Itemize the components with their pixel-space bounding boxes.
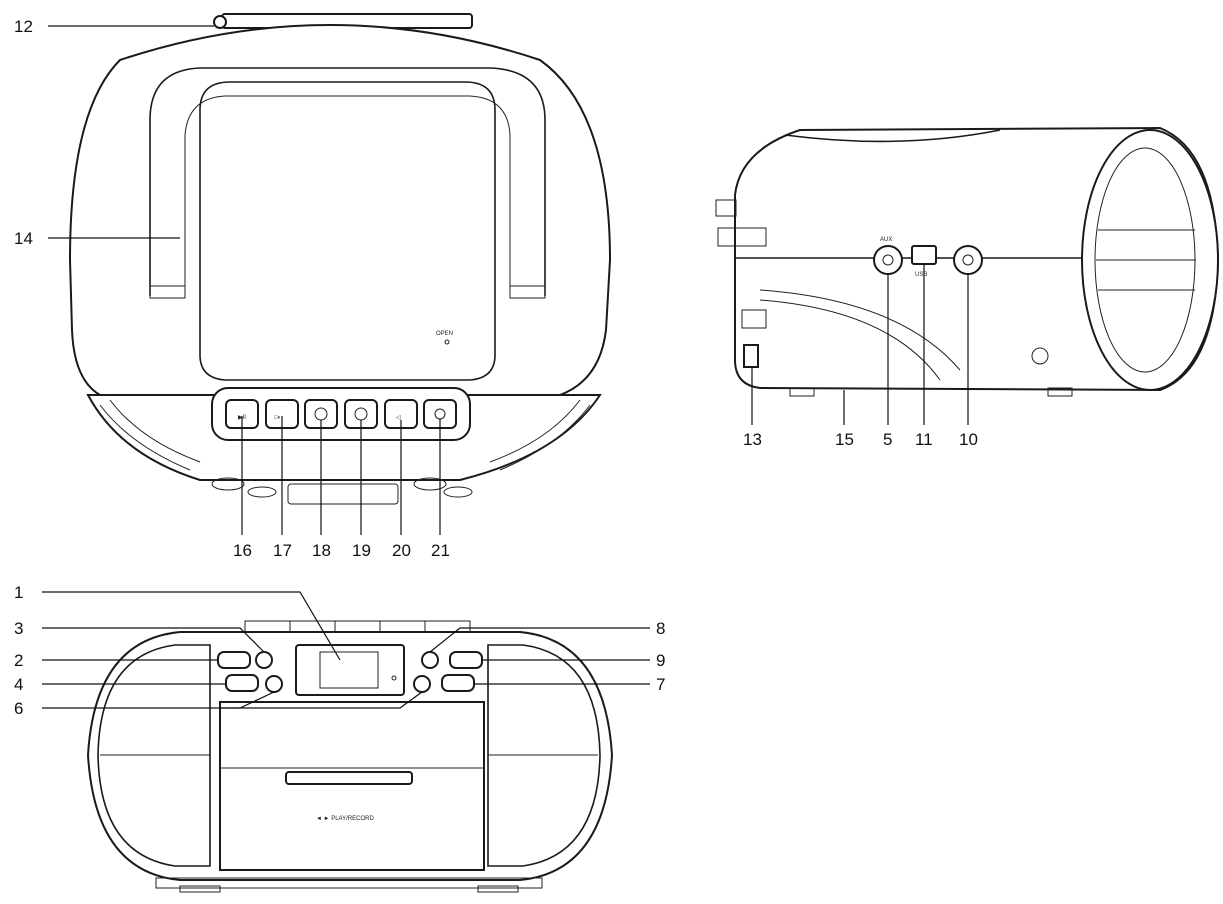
cassette-deck — [219, 701, 485, 871]
callout-3: 3 — [14, 619, 23, 638]
callout-9: 9 — [656, 651, 665, 670]
handle — [149, 67, 546, 296]
lcd-display — [295, 644, 405, 696]
callout-18: 18 — [312, 541, 331, 560]
right-grille — [499, 404, 591, 471]
leader-3 — [42, 627, 265, 653]
side-curve — [759, 289, 961, 371]
cassette-label: ◄ ► PLAY/RECORD — [316, 816, 374, 822]
leader-lines — [42, 25, 969, 709]
leader-5-front — [220, 691, 423, 709]
handle-foot-right — [509, 285, 546, 299]
side-top-ridge — [784, 129, 1001, 143]
callout-13: 13 — [743, 430, 762, 449]
button-4[interactable] — [225, 674, 259, 692]
front-foot-right — [477, 885, 519, 893]
button-5-front[interactable] — [413, 675, 431, 693]
button-9[interactable] — [449, 651, 483, 669]
leader-8 — [429, 627, 650, 653]
button-7[interactable] — [441, 674, 475, 692]
right-speaker — [487, 644, 601, 867]
front-foot-left — [179, 885, 221, 893]
left-grille-2 — [109, 399, 201, 463]
front-view: ◄ ► PLAY/RECORD — [86, 620, 614, 893]
volume-icon: ◁ — [396, 415, 401, 421]
callout-4: 4 — [14, 675, 23, 694]
callout-8: 8 — [656, 619, 665, 638]
callout-12: 12 — [14, 17, 33, 36]
aux-jack — [873, 245, 903, 275]
front-btn-preview-r1 — [413, 477, 447, 491]
button-6[interactable] — [265, 675, 283, 693]
button-2[interactable] — [217, 651, 251, 669]
callout-7: 7 — [656, 675, 665, 694]
aux-jack-inner — [882, 254, 894, 266]
cd-slot — [285, 771, 413, 785]
top-view: OPEN ▶II □◐ ◁ — [68, 13, 612, 505]
side-screw — [1031, 347, 1049, 365]
open-label: OPEN — [436, 331, 453, 337]
front-btn-preview-l1 — [211, 477, 245, 491]
front-btn-preview-l2 — [247, 486, 277, 498]
side-foot-left — [789, 387, 815, 397]
front-display-preview — [287, 483, 399, 505]
side-vent-top — [717, 227, 767, 247]
callout-5: 5 — [883, 430, 892, 449]
callout-numbers: 12 14 16 17 18 19 20 21 13 15 5 11 10 1 … — [14, 17, 978, 718]
antenna-mount — [715, 199, 737, 217]
left-speaker — [97, 644, 211, 867]
callout-11: 11 — [915, 430, 933, 449]
side-curve-2 — [759, 299, 941, 381]
callout-16: 16 — [233, 541, 252, 560]
headphone-jack-inner — [962, 254, 974, 266]
top-buttons: ▶II □◐ ◁ — [225, 399, 457, 429]
front-btn-preview-r2 — [443, 486, 473, 498]
left-grille — [99, 404, 191, 471]
callout-17: 17 — [273, 541, 292, 560]
callout-21: 21 — [431, 541, 450, 560]
callout-14: 14 — [14, 229, 33, 248]
usb-label: USB — [915, 272, 927, 278]
callout-2: 2 — [14, 651, 23, 670]
front-base — [155, 877, 543, 889]
callout-10: 10 — [959, 430, 978, 449]
callout-20: 20 — [392, 541, 411, 560]
antenna-pivot — [213, 15, 227, 29]
lcd-screen — [319, 651, 379, 689]
mode-icon: □◐ — [274, 415, 282, 421]
open-indicator — [444, 339, 450, 345]
side-vent-bottom — [741, 309, 767, 329]
callout-15: 15 — [835, 430, 854, 449]
top-body-outline — [68, 24, 612, 396]
callout-1: 1 — [14, 583, 23, 602]
usb-port — [911, 245, 937, 265]
ac-socket — [743, 344, 759, 368]
cd-lid — [199, 81, 496, 381]
handle-inner — [184, 95, 511, 296]
leader-1 — [42, 591, 341, 661]
callout-19: 19 — [352, 541, 371, 560]
aux-label: AUX — [880, 237, 892, 243]
callout-6: 6 — [14, 699, 23, 718]
standby-led — [391, 675, 397, 681]
headphone-jack — [953, 245, 983, 275]
side-view: AUX USB — [715, 126, 1220, 397]
right-grille-2 — [489, 399, 581, 463]
button-8[interactable] — [421, 651, 439, 669]
button-3[interactable] — [255, 651, 273, 669]
side-foot-right — [1047, 387, 1073, 397]
handle-foot-left — [149, 285, 186, 299]
